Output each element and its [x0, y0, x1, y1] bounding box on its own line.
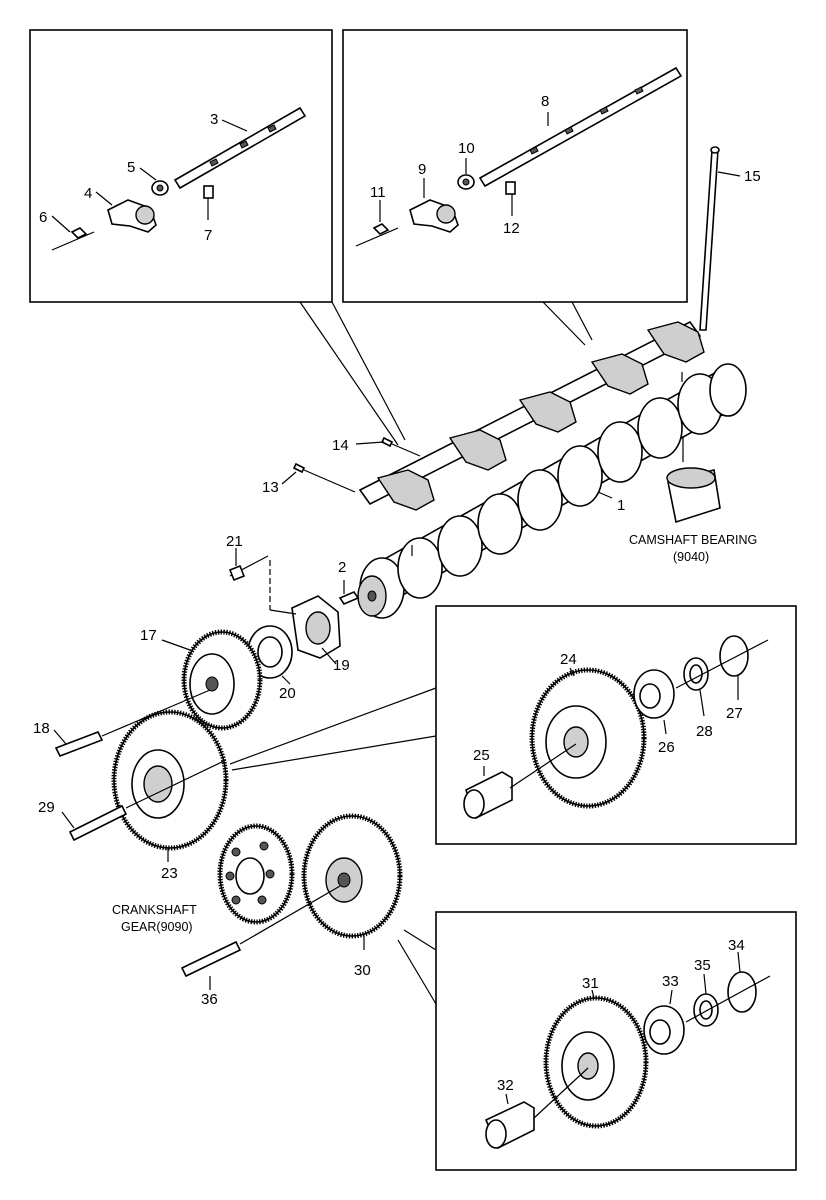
label-28: 28 [696, 723, 713, 740]
label-27: 27 [726, 705, 743, 722]
rocker-shaft-assembly [281, 146, 741, 511]
label-25: 25 [473, 747, 490, 764]
label-12: 12 [503, 220, 520, 237]
camshaft [338, 363, 747, 619]
label-17: 17 [140, 627, 157, 644]
camshaft-bearing-code: (9040) [673, 550, 709, 564]
label-4: 4 [84, 185, 92, 202]
label-5: 5 [127, 159, 135, 176]
label-13: 13 [262, 479, 279, 496]
detail-box-rocker-b [342, 29, 688, 303]
label-8: 8 [541, 93, 549, 110]
label-33: 33 [662, 973, 679, 990]
label-7: 7 [204, 227, 212, 244]
label-2: 2 [338, 559, 346, 576]
label-11: 11 [370, 184, 386, 201]
crankshaft-gear [217, 823, 295, 925]
part-labels: 1 2 3 4 5 6 7 8 9 10 11 12 13 14 15 17 1… [33, 93, 761, 1094]
label-31: 31 [582, 975, 599, 992]
label-21: 21 [226, 533, 243, 550]
detail-box-gear-24 [435, 605, 797, 845]
label-10: 10 [458, 140, 475, 157]
label-14: 14 [332, 437, 349, 454]
detail-box-gear-31 [435, 911, 797, 1171]
camshaft-gear [53, 629, 263, 758]
label-35: 35 [694, 957, 711, 974]
label-29: 29 [38, 799, 55, 816]
label-36: 36 [201, 991, 218, 1008]
camshaft-bearing-caption: CAMSHAFT BEARING [629, 533, 757, 547]
label-19: 19 [333, 657, 350, 674]
gear-30 [180, 813, 437, 1005]
label-15: 15 [744, 168, 761, 185]
label-20: 20 [279, 685, 296, 702]
label-34: 34 [728, 937, 745, 954]
label-18: 18 [33, 720, 50, 737]
label-1: 1 [617, 497, 625, 514]
captions: CAMSHAFT BEARING (9040) CRANKSHAFT GEAR(… [112, 533, 757, 934]
idler-gear [61, 687, 437, 862]
crankshaft-gear-code: GEAR(9090) [121, 920, 193, 934]
label-23: 23 [161, 865, 178, 882]
label-26: 26 [658, 739, 675, 756]
label-30: 30 [354, 962, 371, 979]
label-24: 24 [560, 651, 577, 668]
label-3: 3 [210, 111, 218, 128]
crankshaft-gear-caption: CRANKSHAFT [112, 903, 197, 917]
detail-box-rocker-a [29, 29, 333, 303]
label-32: 32 [497, 1077, 514, 1094]
label-6: 6 [39, 209, 47, 226]
label-9: 9 [418, 161, 426, 178]
